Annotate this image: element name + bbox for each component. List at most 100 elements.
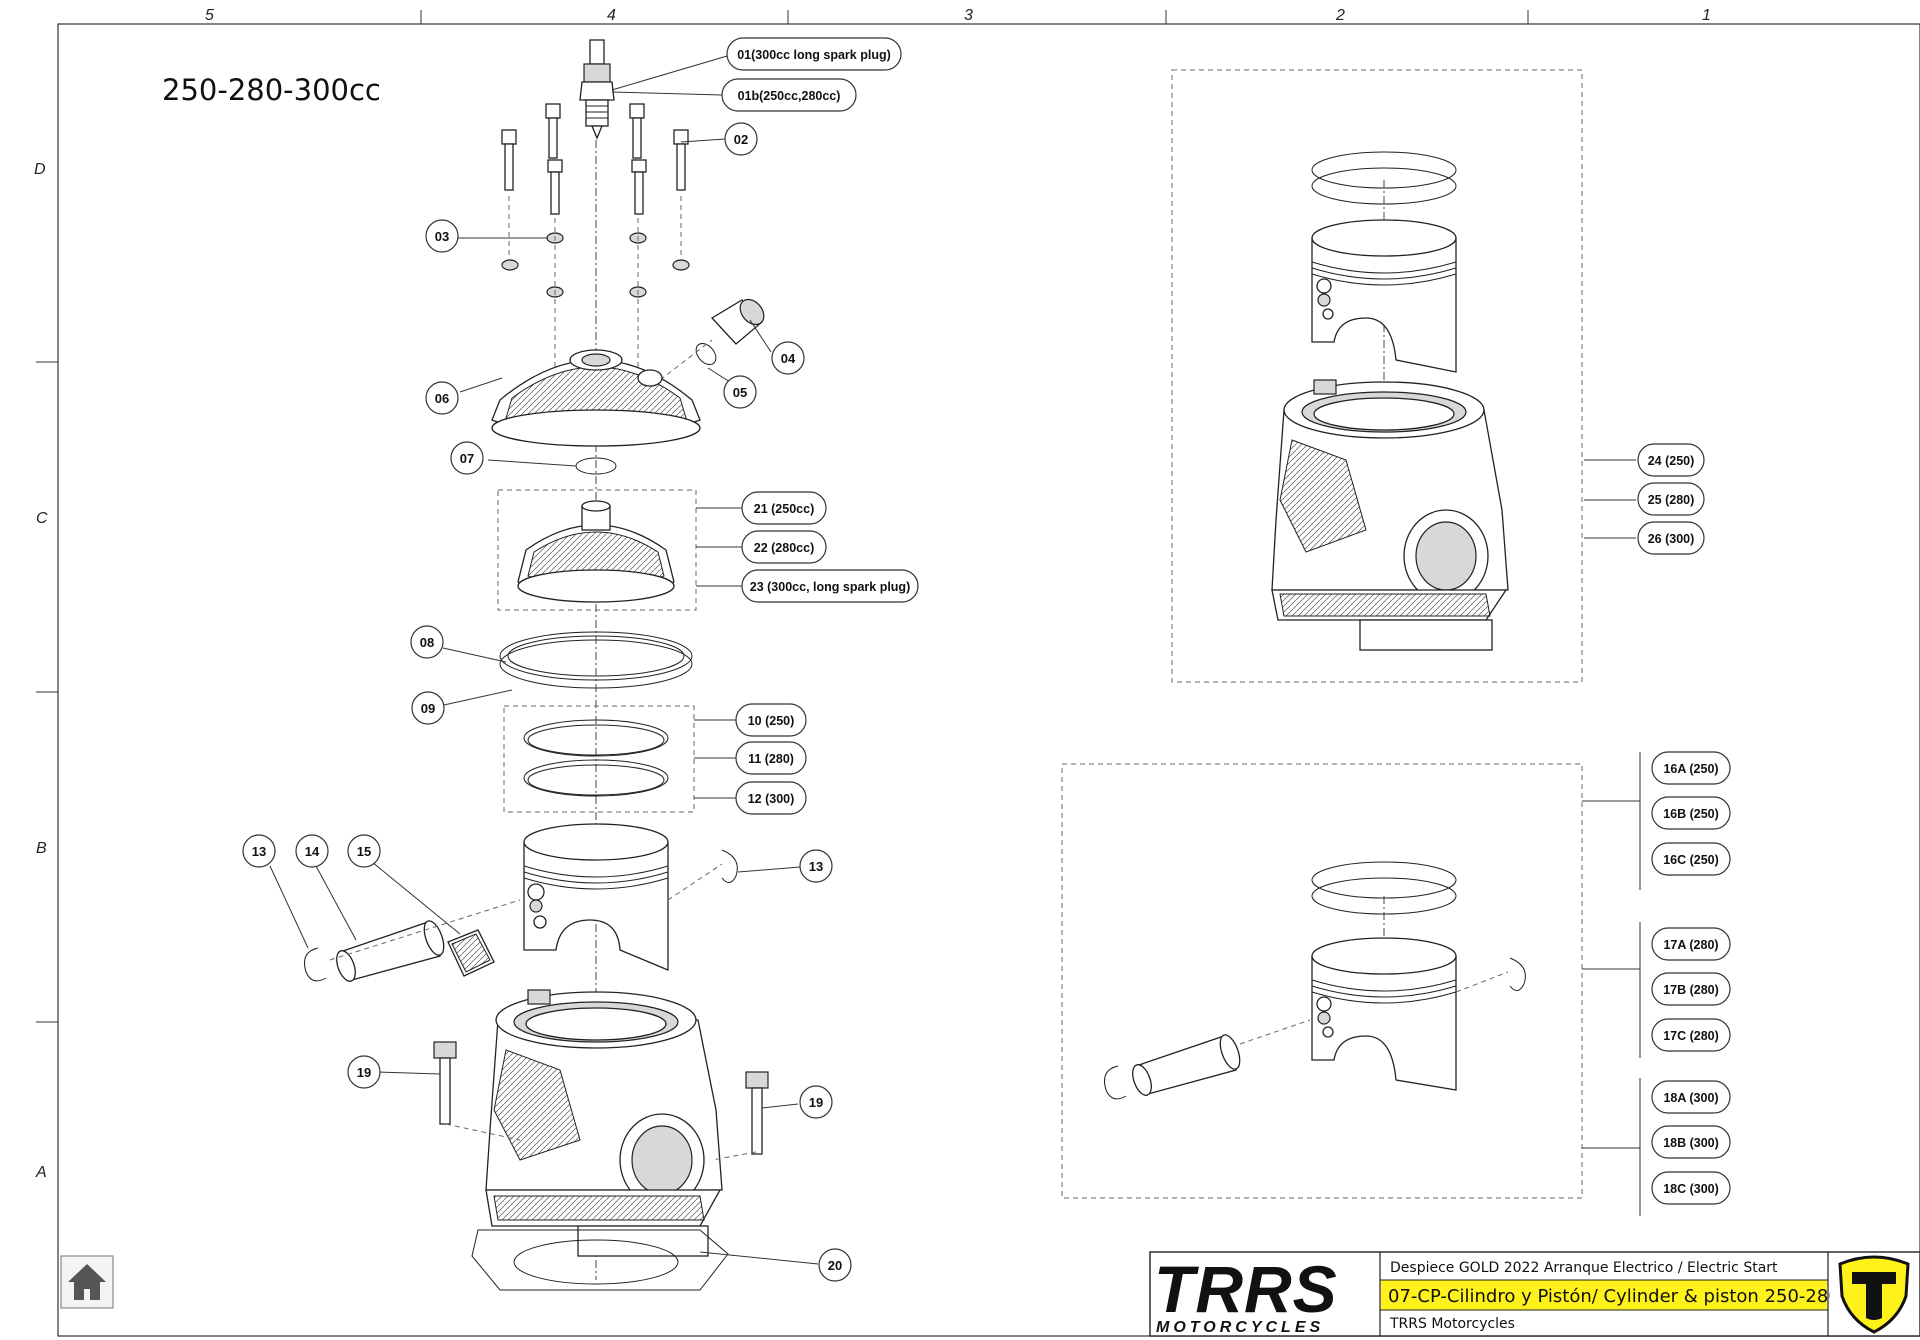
- svg-text:17A (280): 17A (280): [1663, 938, 1718, 952]
- svg-text:12 (300): 12 (300): [748, 792, 795, 806]
- callout-02: 02: [724, 122, 758, 156]
- svg-text:17C (280): 17C (280): [1663, 1029, 1719, 1043]
- callout-08: 08: [410, 625, 444, 659]
- home-icon: [68, 1264, 106, 1300]
- callout-17a: 17A (280): [1651, 927, 1731, 961]
- zone-col-4: 4: [607, 7, 616, 24]
- svg-text:07: 07: [460, 451, 474, 466]
- callout-10: 10 (250): [735, 703, 807, 737]
- zone-col-2: 2: [1335, 7, 1345, 24]
- needle-bearing: [447, 929, 495, 977]
- svg-text:10 (250): 10 (250): [748, 714, 795, 728]
- circlip-right: [721, 849, 738, 883]
- piston-kit-circlip-left: [1104, 1065, 1127, 1100]
- callout-16b: 16B (250): [1651, 796, 1731, 830]
- callout-11: 11 (280): [735, 741, 807, 775]
- svg-text:03: 03: [435, 229, 449, 244]
- spark-plug: [579, 39, 615, 140]
- callout-24: 24 (250): [1637, 443, 1705, 477]
- diagram-title: 250-280-300cc: [162, 73, 381, 107]
- callout-13-left: 13: [242, 834, 276, 868]
- insert-group-box: [497, 489, 697, 611]
- svg-text:06: 06: [435, 391, 449, 406]
- circlip-left: [304, 947, 327, 982]
- rings-group-box: [503, 705, 695, 813]
- svg-text:22 (280cc): 22 (280cc): [754, 541, 814, 555]
- base-gasket: [471, 1229, 729, 1291]
- callout-13-right: 13: [799, 849, 833, 883]
- svg-text:18C (300): 18C (300): [1663, 1182, 1719, 1196]
- cylinder-bolt-right: [745, 1071, 769, 1155]
- callout-20: 20: [818, 1248, 852, 1282]
- svg-text:21 (250cc): 21 (250cc): [754, 502, 814, 516]
- head-gaskets: [499, 631, 693, 689]
- callout-01: 01(300cc long spark plug): [726, 37, 902, 71]
- title-block-subtitle-band: [1381, 1280, 1827, 1310]
- callout-09: 09: [411, 691, 445, 725]
- callout-18b: 18B (300): [1651, 1125, 1731, 1159]
- svg-text:13: 13: [809, 859, 823, 874]
- water-outlet: [659, 298, 765, 381]
- svg-text:25 (280): 25 (280): [1648, 493, 1695, 507]
- trrs-logo-sub: MOTORCYCLES: [1156, 1319, 1324, 1336]
- combustion-insert: [517, 500, 675, 603]
- svg-text:23 (300cc, long spark plug): 23 (300cc, long spark plug): [750, 580, 910, 594]
- callout-12: 12 (300): [735, 781, 807, 815]
- zone-col-5: 5: [205, 7, 214, 24]
- cylinder: [485, 989, 723, 1257]
- svg-text:16C (250): 16C (250): [1663, 853, 1719, 867]
- drawing-frame: [57, 23, 1920, 1337]
- svg-text:26 (300): 26 (300): [1648, 532, 1695, 546]
- callout-18a: 18A (300): [1651, 1080, 1731, 1114]
- title-block: Despiece GOLD 2022 Arranque Electrico / …: [1149, 1251, 1920, 1337]
- zone-row-d: D: [34, 161, 46, 178]
- svg-text:16B (250): 16B (250): [1663, 807, 1719, 821]
- svg-text:01(300cc long spark plug): 01(300cc long spark plug): [737, 48, 891, 62]
- callout-15: 15: [347, 834, 381, 868]
- svg-text:02: 02: [734, 132, 748, 147]
- svg-text:18A (300): 18A (300): [1663, 1091, 1718, 1105]
- leader-lines: [269, 55, 1641, 1265]
- cylinder-bolt-left: [433, 1041, 457, 1125]
- svg-text:24 (250): 24 (250): [1648, 454, 1695, 468]
- zone-row-a: A: [35, 1164, 47, 1181]
- callout-23: 23 (300cc, long spark plug): [741, 569, 919, 603]
- callout-01b: 01b(250cc,280cc): [721, 78, 857, 112]
- svg-text:18B (300): 18B (300): [1663, 1136, 1719, 1150]
- callout-07: 07: [450, 441, 484, 475]
- callout-05: 05: [723, 375, 757, 409]
- callout-17b: 17B (280): [1651, 972, 1731, 1006]
- svg-text:16A (250): 16A (250): [1663, 762, 1718, 776]
- piston-pin: [336, 920, 445, 982]
- kit-cylinder: [1271, 379, 1509, 651]
- zone-col-1: 1: [1702, 7, 1711, 24]
- zone-row-b: B: [36, 840, 47, 857]
- callout-26: 26 (300): [1637, 521, 1705, 555]
- home-button[interactable]: [60, 1255, 114, 1309]
- trrs-t-logo-icon: [1830, 1254, 1918, 1334]
- title-block-line1: Despiece GOLD 2022 Arranque Electrico / …: [1390, 1260, 1778, 1276]
- callout-22: 22 (280cc): [741, 530, 827, 564]
- cylinder-head: [491, 349, 701, 447]
- svg-text:13: 13: [252, 844, 266, 859]
- piston-kit-piston: [1311, 937, 1457, 1091]
- head-bolts: [501, 103, 689, 215]
- zone-row-c: C: [36, 510, 48, 527]
- callout-18c: 18C (300): [1651, 1171, 1731, 1205]
- svg-text:15: 15: [357, 844, 371, 859]
- svg-text:04: 04: [781, 351, 796, 366]
- callout-16a: 16A (250): [1651, 751, 1731, 785]
- zone-ticks: [36, 10, 1529, 1023]
- svg-text:14: 14: [305, 844, 320, 859]
- kit-rings: [1311, 151, 1457, 205]
- svg-text:09: 09: [421, 701, 435, 716]
- piston-kit-pin: [1132, 1034, 1241, 1096]
- svg-text:17B (280): 17B (280): [1663, 983, 1719, 997]
- svg-text:19: 19: [357, 1065, 371, 1080]
- kit-piston: [1311, 219, 1457, 373]
- zone-col-3: 3: [964, 7, 973, 24]
- trrs-logo: TRRS MOTORCYCLES: [1154, 1252, 1337, 1336]
- head-washers: [501, 196, 690, 420]
- piston-rings: [523, 719, 669, 797]
